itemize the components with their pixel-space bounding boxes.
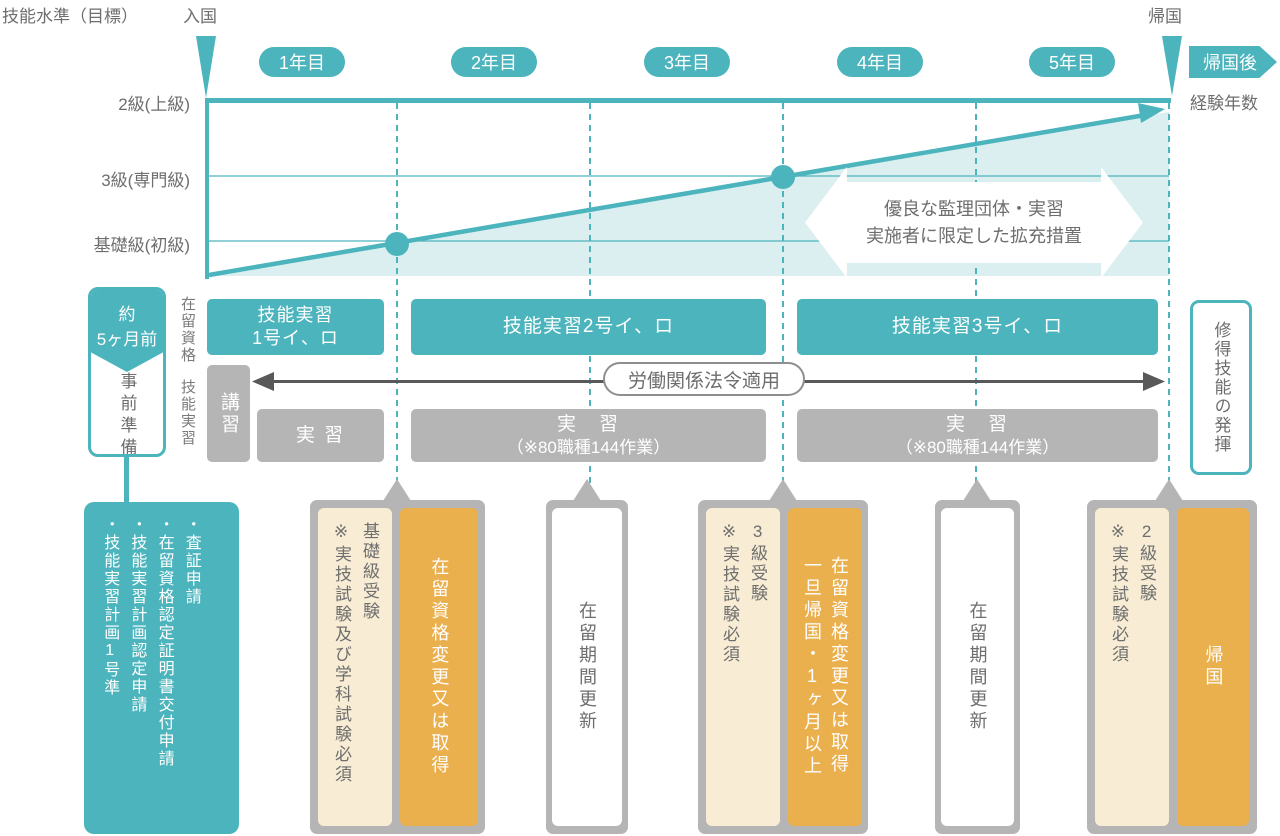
milestone2-action-box: 在留期間更新	[552, 508, 622, 826]
preparation-body: 事前準備	[91, 372, 163, 457]
labor-law-arrowhead-left-icon	[252, 372, 274, 391]
skill-axis-label: 技能水準（目標）	[2, 7, 138, 26]
outcome-label: 修得技能の発揮	[1211, 321, 1231, 454]
axis-level-basic: 基礎級(初級)	[93, 236, 190, 255]
milestone4-action-box: 在留期間更新	[941, 508, 1014, 826]
expansion-annotation-arrow: 優良な監理団体・実習 実施者に限定した拡充措置	[805, 167, 1143, 278]
practice-bar-1: 実 習	[257, 409, 384, 462]
practice-bar-3-line2: （※80職種144作業）	[895, 437, 1060, 457]
milestone2-action: 在留期間更新	[577, 601, 597, 733]
preparation-item-4: ・技能実習計画1号準	[101, 516, 119, 697]
milestone3-exam: 3級受験	[748, 522, 768, 604]
year-boundary-3	[782, 103, 784, 492]
year-pill-3: 3年目	[644, 47, 730, 77]
year-boundary-2	[589, 103, 591, 492]
residence-bar-no3: 技能実習3号イ、ロ	[797, 299, 1158, 355]
year-pill-2: 2年目	[451, 47, 537, 77]
practice-bar-3-line1: 実 習	[945, 414, 1009, 435]
experience-axis-label: 経験年数	[1190, 94, 1258, 113]
milestone3-notch-icon	[769, 479, 797, 501]
milestone1-exam-box: 基礎級受験 ※実技試験及び学科試験必須	[318, 508, 392, 826]
lecture-box: 講習	[207, 365, 250, 462]
preparation-timing-line2: 5ヶ月前	[96, 330, 158, 349]
milestone1-notch-icon	[383, 479, 411, 501]
axis-level-expert: 3級(専門級)	[101, 171, 190, 190]
milestone5-action-box: 帰国	[1177, 508, 1249, 826]
milestone3-exam-note: ※実技試験必須	[720, 522, 739, 665]
practice-bar-2-line1: 実 習	[556, 414, 620, 435]
outcome-box: 修得技能の発揮	[1190, 300, 1252, 475]
year-boundary-1	[396, 103, 398, 492]
preparation-items-box: ・査証申請 ・在留資格認定証明書交付申請 ・技能実習計画認定申請 ・技能実習計画…	[84, 502, 239, 834]
residence-bar-no1: 技能実習 1号イ、ロ	[207, 299, 384, 355]
growth-arrowhead-icon	[1138, 103, 1165, 123]
milestone4-action: 在留期間更新	[967, 601, 988, 733]
annotation-line1: 優良な監理団体・実習	[884, 199, 1064, 220]
preparation-item-3: ・技能実習計画認定申請	[128, 516, 146, 714]
preparation-item-1: ・査証申請	[182, 516, 200, 606]
residence-bar-no2: 技能実習2号イ、ロ	[411, 299, 766, 355]
chart-top-border	[205, 98, 1171, 103]
milestone5-exam-box: 2級受験 ※実技試験必須	[1095, 508, 1169, 826]
preparation-timing-line1: 約	[118, 305, 136, 324]
entry-marker-icon	[196, 36, 216, 98]
milestone3-action: 在留資格変更又は取得	[829, 556, 849, 776]
preparation-box: 約 5ヶ月前 事前準備	[88, 287, 166, 457]
year-boundary-4	[975, 103, 977, 492]
residence-status-row-label: 在留資格	[179, 296, 196, 364]
preparation-timing-header: 約 5ヶ月前	[91, 290, 163, 372]
year-pill-4: 4年目	[837, 47, 923, 77]
annotation-line2: 実施者に限定した拡充措置	[866, 225, 1082, 246]
preparation-item-2: ・在留資格認定証明書交付申請	[155, 516, 173, 768]
year-pill-1: 1年目	[259, 47, 345, 77]
growth-line	[208, 112, 1146, 278]
labor-law-pill: 労働関係法令適用	[603, 362, 805, 396]
preparation-connector	[124, 455, 129, 503]
axis-level-upper: 2級(上級)	[118, 95, 190, 114]
year-boundary-5	[1168, 103, 1170, 492]
milestone1-exam: 基礎級受験	[360, 522, 380, 622]
milestone5-exam: 2級受験	[1137, 522, 1157, 604]
practice-bar-2-line2: （※80職種144作業）	[506, 437, 671, 457]
residence-bar-no1-line2: 1号イ、ロ	[252, 328, 339, 348]
milestone4-notch-icon	[963, 479, 991, 501]
residence-bar-no1-line1: 技能実習	[257, 304, 334, 325]
milestone3-action-box: 在留資格変更又は取得 一旦帰国・1ヶ月以上	[788, 508, 862, 826]
year-pill-5: 5年目	[1029, 47, 1115, 77]
return-marker-icon	[1162, 36, 1182, 96]
milestone5-exam-note: ※実技試験必須	[1109, 522, 1128, 665]
milestone5-notch-icon	[1155, 479, 1183, 501]
training-row-label: 技能実習	[179, 379, 196, 447]
return-label: 帰国	[1148, 7, 1182, 26]
labor-law-arrowhead-right-icon	[1143, 372, 1165, 391]
practice-bar-3: 実 習 （※80職種144作業）	[797, 409, 1158, 462]
entry-label: 入国	[183, 7, 217, 26]
preparation-label: 事前準備	[117, 372, 137, 457]
practice-bar-2: 実 習 （※80職種144作業）	[411, 409, 766, 462]
milestone3-action-note: 一旦帰国・1ヶ月以上	[802, 556, 822, 778]
after-return-badge: 帰国後	[1189, 46, 1277, 78]
milestone1-action-box: 在留資格変更又は取得	[400, 508, 478, 826]
chart-left-border	[205, 98, 209, 279]
milestone5-action: 帰国	[1203, 645, 1224, 689]
milestone2-notch-icon	[573, 479, 601, 501]
milestone1-exam-note: ※実技試験及び学科試験必須	[332, 522, 351, 785]
milestone1-action: 在留資格変更又は取得	[429, 557, 450, 777]
preparation-items-list: ・査証申請 ・在留資格認定証明書交付申請 ・技能実習計画認定申請 ・技能実習計画…	[96, 516, 205, 820]
milestone3-exam-box: 3級受験 ※実技試験必須	[706, 508, 780, 826]
